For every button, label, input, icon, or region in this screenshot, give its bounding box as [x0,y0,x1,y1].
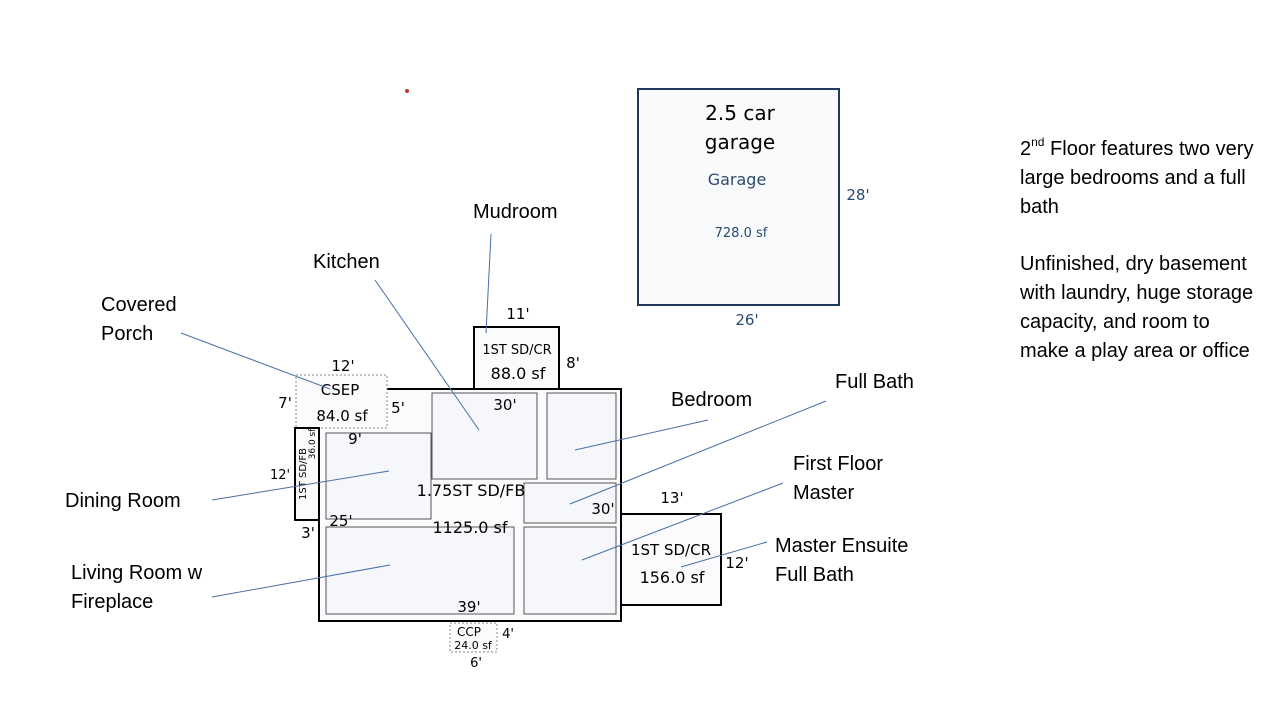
main-area: 1125.0 sf [432,518,507,537]
red-dot-mark [405,89,409,93]
ccp-code: CCP [457,625,481,639]
note-basement: Unfinished, dry basement with laundry, h… [1020,253,1254,362]
callout-dining-room: Dining Room [65,490,181,512]
leader-full-bath [569,400,827,505]
note-floor-number: 2 [1020,138,1032,160]
leader-kitchen [374,279,480,431]
csep-dim-left: 7' [278,394,292,412]
dining-room-room [325,432,432,520]
kitchen-room [431,392,538,480]
callout-covered-porch-line1: Covered [101,294,177,316]
note-second-floor-text: Floor features two very large bedrooms a… [1020,138,1254,218]
fb-dim-bottom: 3' [301,524,315,542]
master-room [523,526,617,615]
ccp-outline [449,622,498,653]
main-dim-bottom: 39' [457,598,480,616]
living-room-room [325,526,515,615]
csep-dim-right: 5' [391,399,405,417]
main-code: 1.75ST SD/FB [417,481,526,500]
csep-area: 84.0 sf [316,407,368,425]
ccp-dim-bottom: 6' [470,656,482,671]
mudroom-dim-side: 8' [566,354,580,372]
garage-dim-side: 28' [846,186,869,204]
callout-living-room-line2: Fireplace [71,591,154,613]
main-dim-inner-9: 9' [348,430,362,448]
master-dim-side: 12' [725,554,748,572]
fb-strip-outline [294,427,320,521]
callout-covered-porch-line2: Porch [101,323,154,345]
garage-title-line1: 2.5 car [705,101,775,125]
fb-code: 1ST SD/FB [298,448,309,500]
master-area: 156.0 sf [640,568,705,587]
main-dim-top: 30' [493,396,516,414]
leader-bedroom [574,419,709,451]
callout-mudroom: Mudroom [473,201,558,223]
mudroom-area: 88.0 sf [491,364,546,383]
master-code: 1ST SD/CR [631,541,711,559]
note-floor-superscript: nd [1031,135,1045,149]
callout-living-room-line1: Living Room w [71,562,203,584]
master-dim-top: 13' [660,489,683,507]
callout-full-bath: Full Bath [835,371,914,393]
main-dim-right: 30' [591,500,614,518]
mudroom-code: 1ST SD/CR [482,343,551,358]
leader-master-ensuite [680,541,768,568]
callout-first-floor-master-line2: Master [793,482,855,504]
main-dim-25: 25' [329,512,352,530]
ccp-area: 24.0 sf [454,639,493,652]
csep-outline [295,374,388,429]
leader-first-floor-master [581,482,784,561]
fb-area: 36.0 sf [308,428,318,460]
leader-mudroom [485,233,492,334]
csep-code: CSEP [321,381,360,399]
master-wing-outline [620,513,722,606]
callout-first-floor-master-line1: First Floor [793,453,883,475]
callout-master-ensuite-line2: Full Bath [775,564,854,586]
leader-living-room [211,564,391,598]
feature-notes: 2nd Floor features two very large bedroo… [1020,135,1260,394]
callout-master-ensuite-line1: Master Ensuite [775,535,909,557]
garage-title-line2: garage [705,130,775,154]
garage-outline [637,88,840,306]
callout-kitchen: Kitchen [313,251,380,273]
garage-area: 728.0 sf [715,226,768,241]
leader-dining-room [211,470,390,501]
callout-bedroom: Bedroom [671,389,753,411]
ccp-dim-side: 4' [502,627,514,642]
garage-dim-bottom: 26' [735,311,758,329]
bedroom-room [546,392,617,480]
csep-dim-top: 12' [331,357,354,375]
note-second-floor: 2nd Floor features two very large bedroo… [1020,135,1260,222]
mudroom-outline [473,326,560,390]
leader-covered-porch [180,332,331,390]
fb-dim-side: 12' [270,468,290,483]
mudroom-dim-top: 11' [506,305,529,323]
full-bath-room [523,482,617,524]
garage-name: Garage [708,170,767,189]
